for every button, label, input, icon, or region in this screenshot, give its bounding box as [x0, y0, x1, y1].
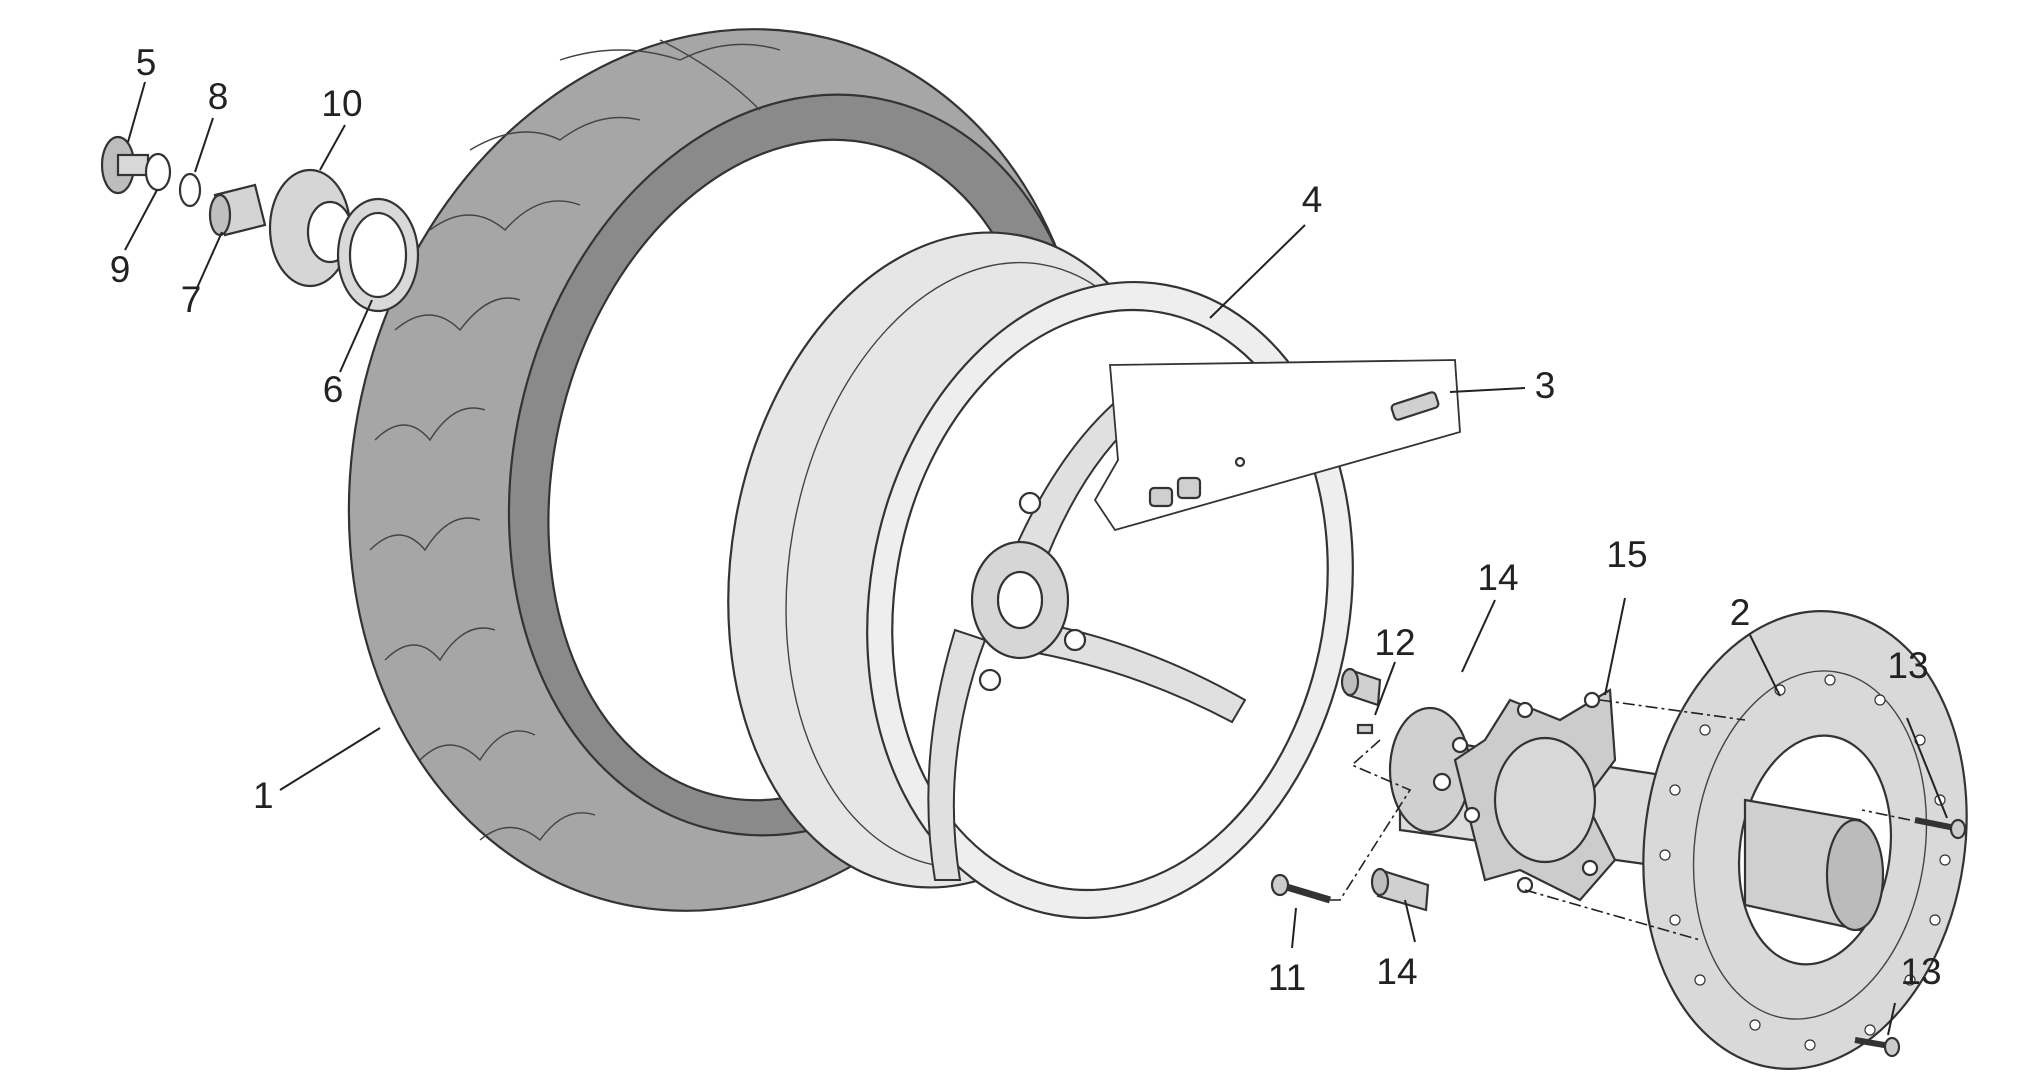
callout-14-upper: 14: [1477, 557, 1518, 598]
disc-screw-upper: [1914, 817, 1967, 840]
disc-screw-lower: [1854, 1036, 1901, 1058]
callout-2: 2: [1730, 592, 1751, 633]
pin-part: [1356, 723, 1374, 735]
callout-12: 12: [1374, 622, 1415, 663]
leader-lines: [124, 81, 1948, 1036]
callout-1: 1: [253, 775, 274, 816]
callout-7: 7: [181, 279, 202, 320]
callout-4: 4: [1302, 179, 1323, 220]
bushing-part: [208, 183, 267, 237]
callout-9: 9: [110, 249, 131, 290]
brake-disc-part: [1642, 610, 1968, 1070]
callout-10: 10: [321, 83, 362, 124]
callout-6: 6: [323, 369, 344, 410]
tyre-tread-grooves: [369, 39, 781, 842]
assembly-lines: [1330, 699, 1911, 941]
ring-part: [178, 172, 202, 208]
washer-part: [144, 152, 172, 192]
callout-5: 5: [136, 42, 157, 83]
callout-8: 8: [208, 76, 229, 117]
seal-ring-part: [336, 197, 420, 313]
callout-11: 11: [1268, 957, 1306, 998]
callout-15: 15: [1606, 534, 1647, 575]
callout-3: 3: [1535, 365, 1556, 406]
valve-kit-part: [1093, 359, 1461, 532]
callout-13-upper: 13: [1887, 645, 1928, 686]
callout-labels: 1 2 3 4 5 6 7 8 9 10 11 12 13 13 14 14 1…: [110, 42, 1942, 998]
left-small-parts: [100, 135, 420, 313]
screw-part: [1270, 873, 1332, 904]
spacer-sleeve-lower: [1370, 867, 1430, 912]
nut-part: [100, 135, 150, 195]
callout-13-lower: 13: [1900, 951, 1941, 992]
callout-14-lower: 14: [1376, 951, 1417, 992]
disc-holes: [1659, 674, 1951, 1051]
spacer-sleeve-upper: [1340, 667, 1382, 707]
